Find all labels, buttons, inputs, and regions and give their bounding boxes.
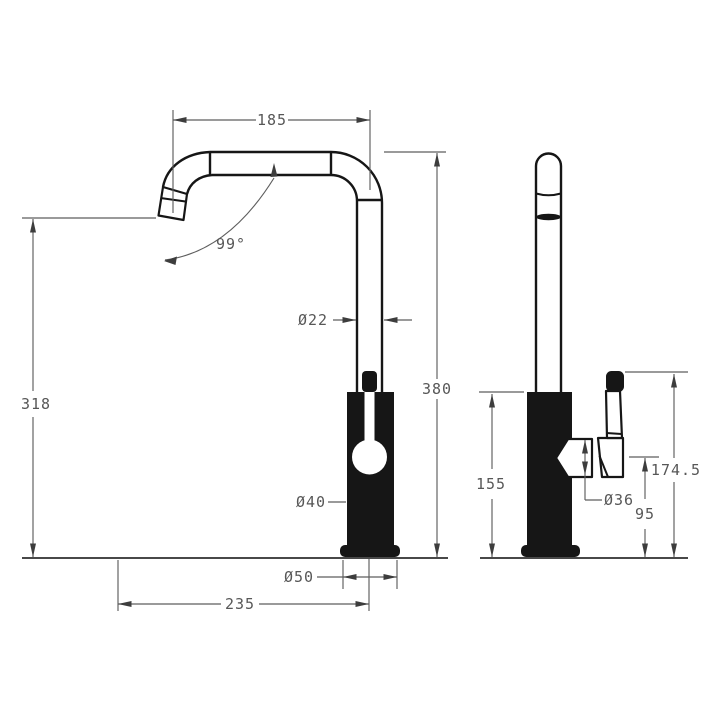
dim-overall-reach: 235 — [117, 559, 370, 613]
front-base-flange — [340, 545, 400, 557]
dim-label-99deg: 99° — [216, 235, 246, 253]
dim-valve-diameter: Ø36 — [582, 440, 634, 509]
front-body-slot — [364, 392, 375, 442]
dim-handle-top-height: 174.5 — [625, 371, 701, 557]
dim-label-174-5: 174.5 — [651, 461, 701, 479]
dim-label-155: 155 — [476, 475, 506, 493]
dim-label-o36: Ø36 — [604, 491, 634, 509]
dim-overall-height: 380 — [384, 151, 452, 557]
side-spout-bend-band — [535, 213, 562, 221]
dim-body-diameter: Ø40 — [296, 493, 346, 511]
dim-body-height: 155 — [476, 391, 524, 557]
dim-swivel-angle: 99° — [164, 163, 278, 265]
dim-label-o40: Ø40 — [296, 493, 326, 511]
front-view: 185 99° Ø22 380 318 — [21, 110, 452, 613]
dim-spout-tube-diameter: Ø22 — [298, 311, 412, 329]
dim-label-235: 235 — [225, 595, 255, 613]
dim-base-diameter: Ø50 — [284, 560, 398, 589]
side-view: 155 Ø36 95 174.5 — [476, 152, 701, 559]
front-body-circle — [352, 439, 387, 475]
dim-label-318: 318 — [21, 395, 51, 413]
dim-label-95: 95 — [635, 505, 655, 523]
front-spout-outline — [157, 150, 384, 392]
dim-label-o50: Ø50 — [284, 568, 314, 586]
dim-spout-offset: 185 — [172, 110, 371, 213]
dim-label-185: 185 — [257, 111, 287, 129]
side-spout-tube — [534, 152, 563, 392]
side-base-flange — [521, 545, 580, 557]
dim-label-380: 380 — [422, 380, 452, 398]
side-handle-knob — [606, 371, 624, 392]
dim-valve-center-height: 95 — [629, 456, 659, 557]
front-body — [340, 371, 400, 557]
side-handle-lever — [604, 389, 624, 440]
side-handle-base — [596, 436, 625, 479]
dim-outlet-height: 318 — [21, 217, 156, 557]
dim-label-o22: Ø22 — [298, 311, 328, 329]
front-cartridge-cap — [362, 371, 377, 392]
